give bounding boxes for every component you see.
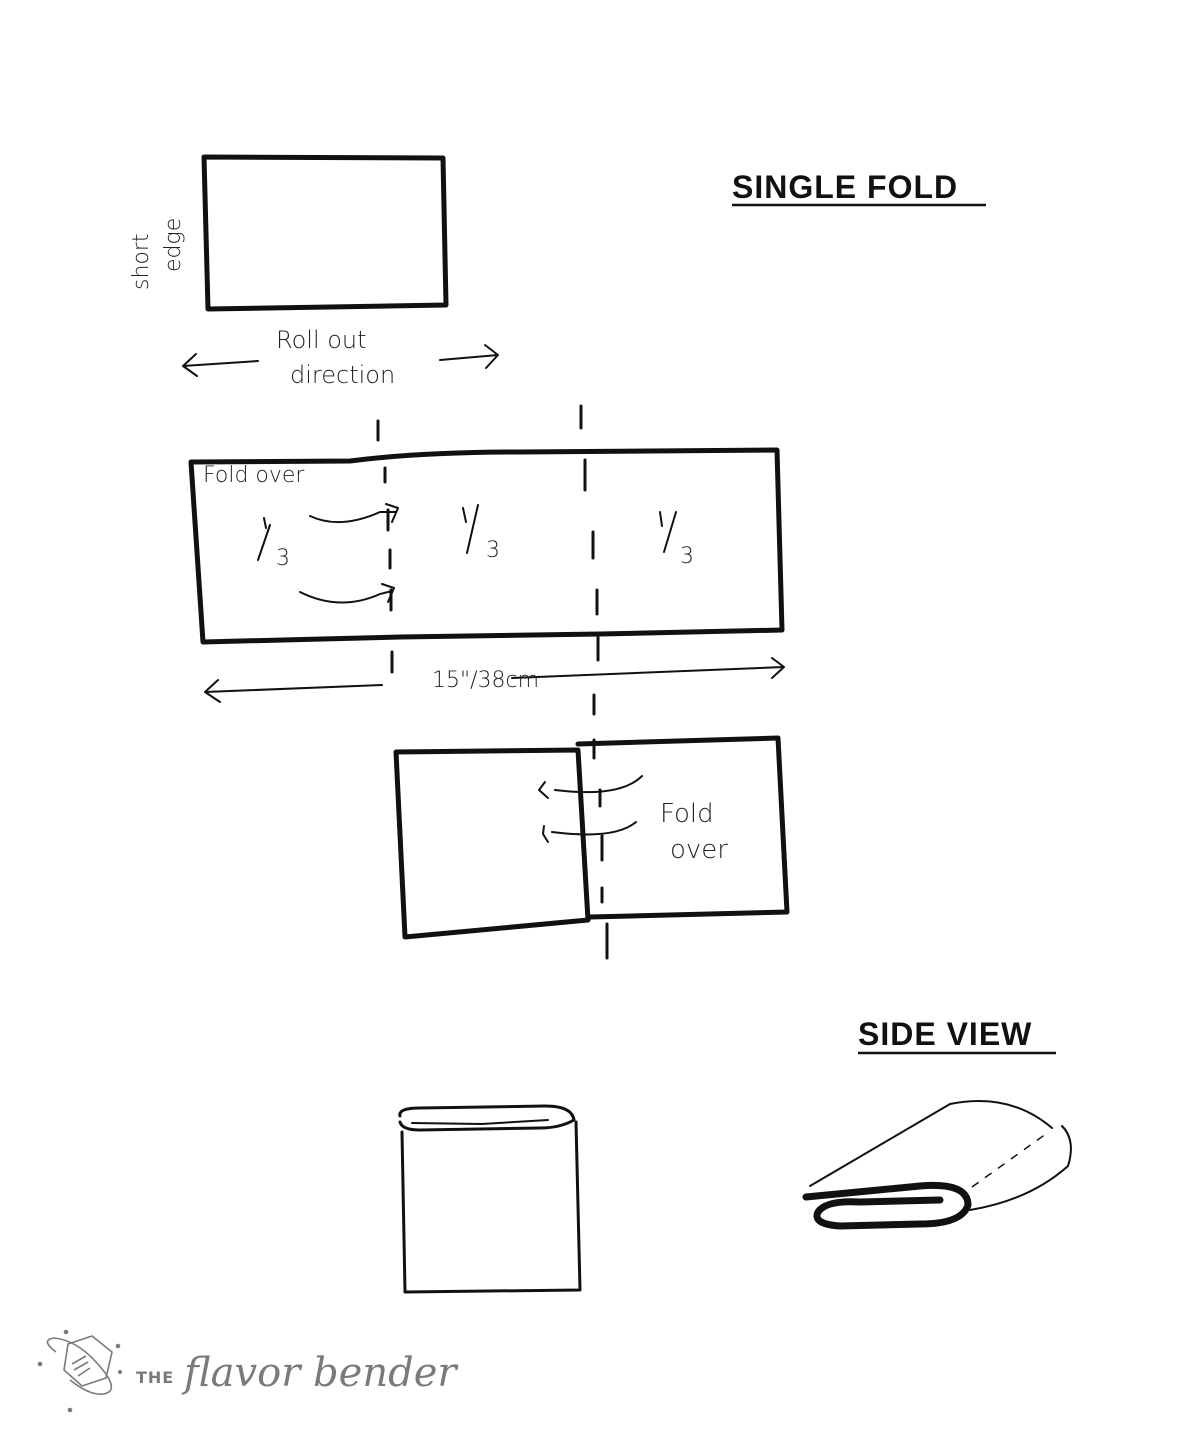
- globe-fork-icon: [37, 1329, 123, 1413]
- third-label-3: 3: [659, 511, 694, 569]
- dough-outline: [201, 154, 449, 312]
- roll-out-label: Roll out: [276, 326, 367, 354]
- strip-outline: [188, 447, 785, 645]
- fold-arrow-top-icon: [309, 503, 399, 524]
- side-view-dashed-line: [971, 1130, 1051, 1188]
- arrow-right-icon: [439, 344, 499, 369]
- side-view-dough-layers: [802, 1181, 972, 1230]
- logo-prefix: THE: [136, 1368, 174, 1387]
- svg-text:3: 3: [276, 546, 290, 571]
- fold-line-3: [592, 738, 609, 960]
- fold-label: Fold: [660, 799, 714, 829]
- length-label: 15"/38cm: [432, 668, 539, 693]
- svg-text:3: 3: [680, 544, 694, 569]
- length-arrow-right-icon: [511, 657, 785, 679]
- side-view-fold-edge: [969, 1125, 1072, 1211]
- remaining-strip-outline: [575, 735, 790, 920]
- fold-arrow-bottom-icon: [299, 583, 395, 604]
- short-edge-label-1: short: [129, 233, 154, 290]
- folded-flap-outline: [393, 747, 591, 940]
- direction-label: direction: [290, 361, 395, 389]
- single-fold-title: SINGLE FOLD: [732, 169, 958, 205]
- folded-block-outline: [400, 1120, 582, 1294]
- step4-folded-block: [398, 1104, 582, 1294]
- brand-logo: THE flavor bender: [37, 1329, 459, 1413]
- third-label-1: 3: [257, 517, 290, 571]
- over-label: over: [670, 835, 728, 865]
- side-view-section: SIDE VIEW: [802, 1016, 1072, 1230]
- fold-back-arrow-bottom-icon: [542, 821, 637, 843]
- fold-back-arrow-top-icon: [538, 775, 643, 799]
- logo-brand: flavor bender: [181, 1350, 459, 1396]
- folded-top-roll: [398, 1104, 576, 1132]
- fold-over-label: Fold over: [203, 463, 305, 488]
- length-arrow-left-icon: [204, 679, 383, 703]
- fold-line-2: [579, 404, 600, 716]
- fold-line-1: [376, 419, 394, 674]
- side-view-title: SIDE VIEW: [858, 1016, 1032, 1052]
- third-label-2: 3: [462, 504, 500, 563]
- step1-dough-rectangle: short edge Roll out direction: [129, 154, 499, 389]
- arrow-left-icon: [182, 353, 259, 377]
- svg-text:3: 3: [486, 538, 500, 563]
- single-fold-heading: SINGLE FOLD: [732, 169, 986, 207]
- folded-top-inner: [411, 1119, 549, 1125]
- step3-folded: Fold over: [393, 735, 790, 960]
- side-view-top-layer: [809, 1100, 1053, 1187]
- short-edge-label-2: edge: [161, 218, 186, 272]
- step2-long-strip: Fold over 3 3 3 15"/38cm: [188, 404, 785, 716]
